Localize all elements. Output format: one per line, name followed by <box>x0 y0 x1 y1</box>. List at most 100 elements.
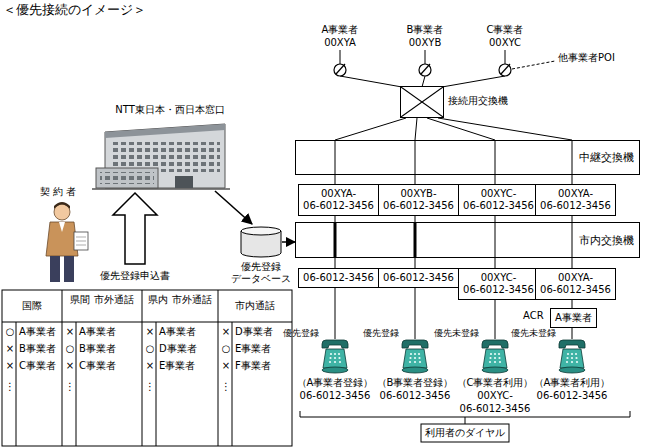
table-cell: × <box>219 326 233 338</box>
telephone-icon <box>402 340 428 373</box>
contractor-figure <box>59 222 65 232</box>
telephone-icon <box>322 340 348 373</box>
table-cell: × <box>219 360 233 372</box>
user-dial: 06-6012-3456 <box>375 390 455 402</box>
registration-table <box>2 290 292 446</box>
carrier-name: A事業者 <box>308 24 372 36</box>
registration-arrow <box>215 191 252 224</box>
transit-switch-band: 中継交換機 <box>295 140 640 175</box>
user-dial: （C事業者利用） <box>455 377 535 389</box>
poi-symbol <box>419 64 431 76</box>
number-box: 06-6012-3456 <box>378 268 459 288</box>
dial-bracket <box>421 424 509 442</box>
switch-internal-lines <box>572 140 573 175</box>
building-illustration <box>92 188 230 190</box>
connector <box>572 175 573 184</box>
connector <box>495 258 496 268</box>
switch-internal-lines <box>414 222 417 258</box>
registration-table <box>218 290 219 446</box>
connection-switch: 接続用交換機 <box>400 86 444 118</box>
building-illustration <box>175 176 193 188</box>
registration-status: 優先未登録 <box>504 328 556 339</box>
carrier-leads <box>505 50 506 64</box>
carrier-name: 00XYA <box>308 37 372 49</box>
table-cell: × <box>143 360 157 372</box>
poi-symbol <box>499 64 511 76</box>
carrier-leads <box>442 76 505 87</box>
registration-table <box>16 322 17 446</box>
contractor-label: 契約者 <box>40 186 79 198</box>
connector <box>335 258 336 268</box>
diagram-title: ＜優先接続のイメージ＞ <box>3 2 146 18</box>
table-cell: × <box>63 360 77 372</box>
poi-symbol <box>336 64 345 74</box>
node-text: 00XYC- 06-6012-3456 <box>462 188 535 212</box>
connector <box>335 118 406 140</box>
carrier-leads <box>340 76 402 87</box>
carrier-leads <box>425 50 426 64</box>
telephone-icon <box>322 340 585 373</box>
table-cell: D事業者 <box>235 326 291 338</box>
contractor-figure <box>76 237 86 238</box>
contractor-figure <box>74 232 88 250</box>
registration-table <box>62 290 63 446</box>
carrier-leads <box>340 50 555 87</box>
switch-cross <box>401 87 443 117</box>
number-box: 00XYA- 06-6012-3456 <box>298 184 379 216</box>
node-text: 00XYA- 06-6012-3456 <box>539 272 612 296</box>
switch-internal-lines <box>495 222 496 258</box>
building-illustration <box>92 124 230 189</box>
table-cell: E事業者 <box>159 360 217 372</box>
phone-lines <box>415 286 416 339</box>
table-cell: A事業者 <box>159 326 217 338</box>
table-cell: × <box>3 343 17 355</box>
carrier-leads <box>512 61 555 69</box>
phone-lines <box>335 286 336 339</box>
node-text: 00XYC- 06-6012-3456 <box>462 272 535 296</box>
connector <box>335 175 336 184</box>
dial-bracket <box>300 411 630 442</box>
table-cell: A事業者 <box>19 326 61 338</box>
table-cell: A事業者 <box>79 326 141 338</box>
table-cell: C事業者 <box>79 360 141 372</box>
user-dial: 06-6012-3456 <box>455 403 535 415</box>
table-cell: ⋮ <box>63 381 77 393</box>
table-cell: B事業者 <box>79 343 141 355</box>
switch-internal-lines <box>415 140 416 175</box>
application-arrow <box>113 193 157 264</box>
registration-table <box>76 322 77 446</box>
table-cell: B事業者 <box>19 343 61 355</box>
carrier-name: 00XYC <box>473 37 537 49</box>
number-box: 06-6012-3456 <box>298 268 379 288</box>
database-cylinder <box>240 226 282 258</box>
node-text: 06-6012-3456 <box>383 272 454 284</box>
number-box: 00XYC- 06-6012-3456 <box>458 184 539 216</box>
number-box: 00XYA- 06-6012-3456 <box>535 268 616 300</box>
carrier-name: C事業者 <box>473 24 537 36</box>
table-cell: C事業者 <box>19 360 61 372</box>
node-text: 00XYA- 06-6012-3456 <box>539 188 612 212</box>
building-illustration <box>96 168 158 188</box>
contractor-figure <box>50 256 60 282</box>
form-label: 優先登録申込書 <box>99 270 171 282</box>
acr-carrier-box: A事業者 <box>550 308 597 328</box>
database-cylinder: 優先登録 データベース <box>240 226 282 258</box>
switch-internal-lines <box>335 140 336 175</box>
table-cell: F事業者 <box>235 360 291 372</box>
node-text: 00XYA- 06-6012-3456 <box>302 188 375 212</box>
contractor-figure <box>76 241 86 242</box>
registration-status: 優先未登録 <box>427 328 479 339</box>
switch-internal-lines <box>495 140 496 175</box>
table-cell: E事業者 <box>235 343 291 355</box>
registration-table <box>156 322 157 446</box>
user-dial: 00XYC- <box>455 390 535 402</box>
acr-label: ACR <box>523 310 544 322</box>
contractor-figure <box>46 222 78 256</box>
node-text: 00XYB- 06-6012-3456 <box>382 188 455 212</box>
telephone-icon <box>482 340 508 373</box>
switch-internal-lines <box>572 222 573 258</box>
contractor-figure <box>54 202 70 209</box>
registration-status: 優先登録 <box>267 328 319 339</box>
table-cell: × <box>63 326 77 338</box>
table-cell: ○ <box>3 326 17 338</box>
